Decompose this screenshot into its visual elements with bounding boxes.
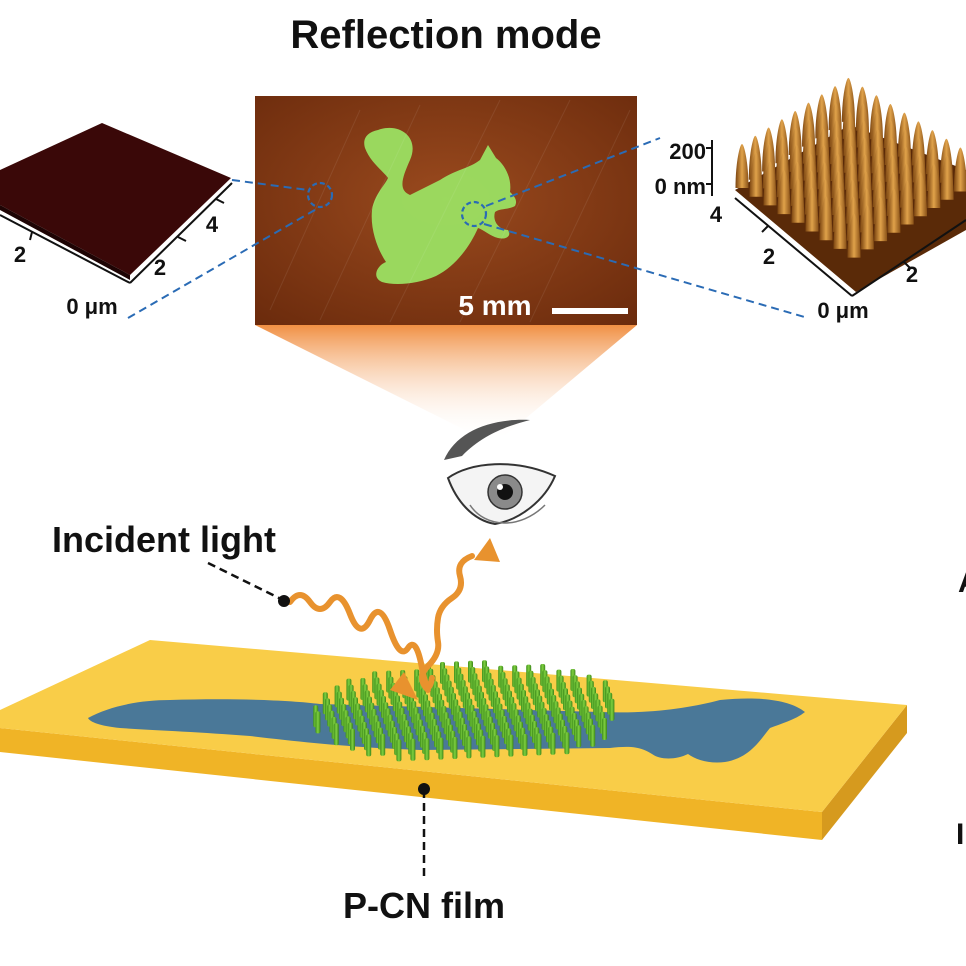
substrate-side-right	[822, 705, 907, 840]
light-paths	[287, 538, 500, 700]
flat-axis-y	[0, 214, 131, 284]
eye-illustration	[444, 419, 557, 526]
pillar-origin-label: 0 μm	[817, 298, 868, 323]
nanopillar	[550, 732, 556, 755]
flat-surface-top	[0, 123, 231, 275]
flat-tick-x-2: 2	[154, 255, 166, 280]
incident-leader	[207, 561, 284, 602]
nanopillar	[609, 698, 615, 721]
guide-line-left-bottom	[127, 206, 321, 319]
afm-pillar	[874, 197, 888, 242]
afm-pillar	[791, 178, 805, 223]
nanopillar	[438, 737, 444, 760]
eyebrow	[444, 419, 530, 460]
reflected-arrowhead	[474, 538, 500, 562]
nanopillar	[424, 738, 430, 761]
flat-tick-y-2: 2	[14, 242, 26, 267]
pillar-field	[735, 77, 966, 258]
scale-bar	[552, 308, 628, 314]
nanopillar	[590, 724, 596, 747]
incident-light-label: Incident light	[52, 519, 276, 560]
nanopillar	[350, 728, 355, 751]
flat-axis-x	[129, 182, 233, 284]
afm-pillar	[927, 164, 941, 209]
afm-pillar	[900, 180, 914, 225]
nanopillar	[380, 733, 386, 756]
afm-pillar	[833, 204, 847, 249]
nanopillar	[466, 736, 472, 759]
nanopillar-array	[313, 660, 615, 762]
flat-surface-side	[0, 205, 130, 280]
nanopillar	[366, 734, 372, 757]
afm-pillar	[777, 170, 791, 215]
flat-tick-x-4: 4	[206, 212, 219, 237]
pillar-tick-y-4: 4	[710, 202, 723, 227]
nanopillar	[480, 735, 486, 758]
flat-origin-label: 0 μm	[66, 294, 117, 319]
figure-title: Reflection mode	[290, 13, 601, 57]
nanopillar	[452, 737, 458, 759]
nanopillar	[522, 734, 528, 756]
scale-bar-label: 5 mm	[458, 290, 531, 321]
afm-flat-plot: 2 2 4 0 μm	[0, 123, 233, 319]
incident-arrowhead	[390, 672, 418, 700]
nanopillar	[536, 733, 542, 756]
sample-photo: 5 mm	[255, 96, 637, 325]
pillar-tick-x-2: 2	[906, 262, 918, 287]
film-label: P-CN film	[343, 885, 505, 926]
pillar-z-zero: 0 nm	[655, 174, 706, 199]
substrate-side-front	[0, 728, 822, 840]
cropped-letter-a: A	[958, 566, 966, 599]
squirrel-pattern	[364, 127, 517, 284]
afm-pillar	[749, 152, 763, 197]
nanopillar	[396, 739, 402, 762]
pillar-axis-y	[734, 197, 853, 297]
afm-pillar	[914, 172, 927, 217]
pillar-tick-y-2: 2	[763, 244, 775, 269]
p-cn-film-substrate	[0, 640, 907, 840]
nanopillar	[508, 734, 514, 757]
afm-pillar	[805, 187, 819, 232]
film-leader-dot	[418, 783, 430, 795]
guide-line-right-bottom	[483, 223, 809, 319]
incident-light-wave	[287, 592, 435, 690]
guide-line-right-top	[485, 137, 661, 207]
nanopillar	[564, 732, 570, 755]
viewing-beam	[255, 325, 637, 440]
afm-pillar	[735, 144, 749, 188]
afm-pillar	[860, 205, 874, 250]
pillar-z-top: 200	[669, 139, 706, 164]
pillar-axis-x	[851, 219, 966, 297]
afm-pillar	[953, 147, 966, 192]
nanopillar	[576, 725, 582, 748]
cropped-letter-i: I	[956, 818, 964, 851]
reflected-light-wave	[419, 553, 475, 693]
afm-pillar	[763, 161, 777, 206]
right-zoom-circle	[460, 200, 488, 228]
nanopillar	[333, 723, 339, 746]
nanopillar	[410, 738, 416, 761]
afm-pillar	[887, 188, 901, 233]
nanopillar	[602, 718, 607, 740]
nanopillar	[315, 711, 321, 734]
incident-leader-dot	[278, 595, 290, 607]
afm-pillar	[940, 155, 954, 200]
nanopillar	[494, 735, 500, 758]
afm-pillar	[847, 213, 861, 258]
afm-pillar-plot: 200 0 nm 4 2 2 0 μm	[655, 77, 966, 323]
afm-pillar	[819, 196, 833, 241]
